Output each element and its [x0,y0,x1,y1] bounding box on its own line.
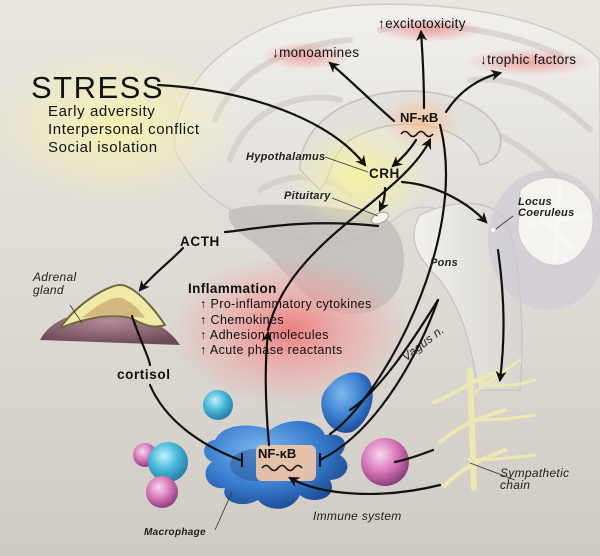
inflammation-item-label: Adhesion molecules [209,328,329,342]
inflammation-item-label: Pro-inflammatory cytokines [210,297,372,311]
line-locus-to-vagus [328,123,448,436]
line-adrenal-to-cortisol [130,314,152,367]
acth-label: ACTH [180,234,220,249]
excitotoxicity-glow [375,18,485,42]
cerebellum [488,170,600,310]
pons-label: Pons [430,257,459,269]
arrow-sympathetic-to-macrophage [288,476,442,495]
locus-coeruleus-label-line2: Coeruleus [518,207,575,219]
inflammation-item: ↑ Adhesion molecules [200,328,329,342]
arrow-nfkb-to-monoamines [328,61,396,123]
up-arrow-icon: ↑ [200,297,207,311]
locus-coeruleus-label-line1: Locus [518,196,552,208]
effect-excitotoxicity: ↑excitotoxicity [378,16,466,31]
nfkb-macrophage-wave [261,464,303,472]
sympathetic-chain-label-line2: chain [500,478,531,492]
arrow-nfkb-to-excitotoxicity [416,29,428,110]
line-sympathetic-to-cell [393,448,435,464]
nfkb-macrophage-box [256,445,316,481]
crh-glow [290,121,430,231]
hypothalamus-label: Hypothalamus [246,151,326,163]
line-vagus-to-cell [348,298,440,412]
up-arrow-icon: ↑ [378,16,386,31]
stress-title: STRESS [31,70,165,105]
adrenal-label-line1: Adrenal [33,270,77,284]
effect-monoamines: ↓monoamines [272,45,359,60]
down-arrow-icon: ↓ [480,52,488,67]
inflammation-glow [170,255,410,405]
arrow-macrophage-to-inflammation [261,330,273,447]
arrow-stress-to-crh [156,83,367,167]
arrow-locus-to-sympathetic [495,248,507,383]
nfkb-brain-wave [400,130,434,138]
cortisol-label: cortisol [117,367,171,382]
inflammation-item: ↑ Pro-inflammatory cytokines [200,297,372,311]
down-arrow-icon: ↓ [272,45,280,60]
inflammation-title: Inflammation [188,281,277,296]
inflammation-item: ↑ Chemokines [200,313,284,327]
macrophage-label: Macrophage [144,527,206,538]
stress-source-social-isolation: Social isolation [48,139,158,156]
up-arrow-icon: ↑ [200,313,207,327]
effect-trophic-factors: ↓trophic factors [480,52,576,67]
stress-source-interpersonal-conflict: Interpersonal conflict [48,121,200,138]
effect-monoamines-label: monoamines [279,45,360,60]
inflammation-item-label: Acute phase reactants [209,343,343,357]
line-pituitary-to-acth [223,222,380,234]
nfkb-brain-glow [381,94,461,150]
inflammation-item-label: Chemokines [210,313,285,327]
arrow-immune-to-brain-nfkb [266,138,432,332]
line-cortisol-to-macrophage [148,383,242,462]
arrow-nfkb-to-trophic [444,69,503,114]
effect-excitotoxicity-label: excitotoxicity [385,16,466,31]
up-arrow-icon: ↑ [200,343,207,357]
up-arrow-icon: ↑ [200,328,207,342]
adrenal-gland-art [40,283,180,345]
nfkb-brain-label: NF-κB [400,110,439,125]
inflammation-item: ↑ Acute phase reactants [200,343,343,357]
crh-label: CRH [369,166,400,181]
adrenal-label-line2: gland [33,283,64,297]
immune-cells [133,372,409,508]
effect-trophic-factors-label: trophic factors [487,52,577,67]
arrow-nfkb-to-crh [391,138,418,168]
nfkb-macrophage-label: NF-κB [258,446,297,461]
trophic-glow [465,48,595,76]
immune-system-label: Immune system [313,509,402,523]
locus-coeruleus-marker [491,228,495,232]
stress-glow [0,45,245,205]
stress-source-early-adversity: Early adversity [48,103,156,120]
arrow-acth-to-adrenal [138,246,185,292]
arrow-crh-to-locus [400,180,488,224]
pituitary-label: Pituitary [284,190,331,202]
pathway-arrows [130,29,507,495]
label-pointers [69,156,516,531]
sympathetic-chain-label-line1: Sympathetic [500,466,570,480]
line-vagus-to-macrophage [318,298,440,462]
